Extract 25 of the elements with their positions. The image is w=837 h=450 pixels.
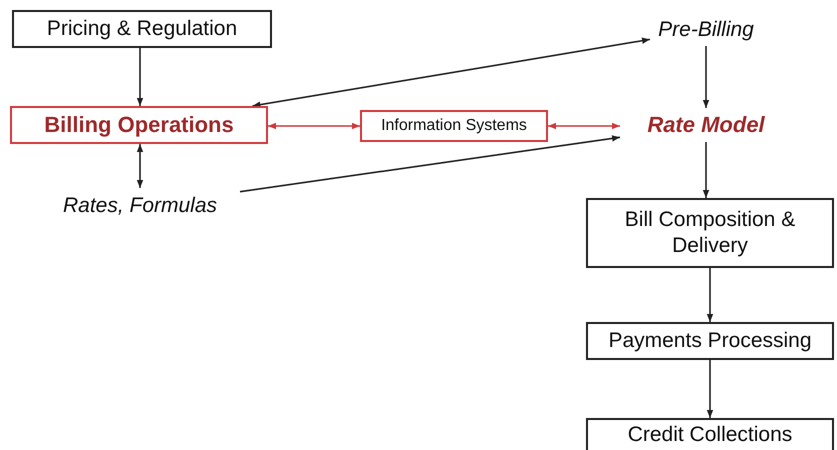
process-box — [360, 110, 548, 142]
arrow — [706, 268, 714, 322]
arrow — [136, 48, 144, 106]
arrow — [702, 142, 710, 198]
node-label: Pricing & Regulation — [46, 16, 238, 42]
arrow — [548, 122, 620, 130]
node-label: Credit Collections — [628, 422, 792, 448]
node-label: Pre-Billing — [658, 16, 754, 43]
arrow — [252, 38, 650, 108]
process-box — [586, 418, 834, 450]
process-box — [12, 10, 272, 48]
node-label: Information Systems — [381, 116, 527, 136]
node-label: Payments Processing — [608, 328, 812, 354]
arrow — [268, 122, 360, 130]
node-label: Billing Operations — [44, 111, 234, 139]
process-box — [586, 322, 834, 360]
process-box — [10, 106, 268, 144]
node-label: Rate Model — [647, 111, 765, 139]
arrow — [702, 46, 710, 108]
process-box — [586, 198, 834, 268]
arrow — [706, 360, 714, 418]
node-label: Rates, Formulas — [62, 192, 218, 219]
arrow — [136, 144, 144, 188]
arrow — [240, 135, 620, 192]
node-label: Bill Composition & Delivery — [624, 206, 796, 259]
